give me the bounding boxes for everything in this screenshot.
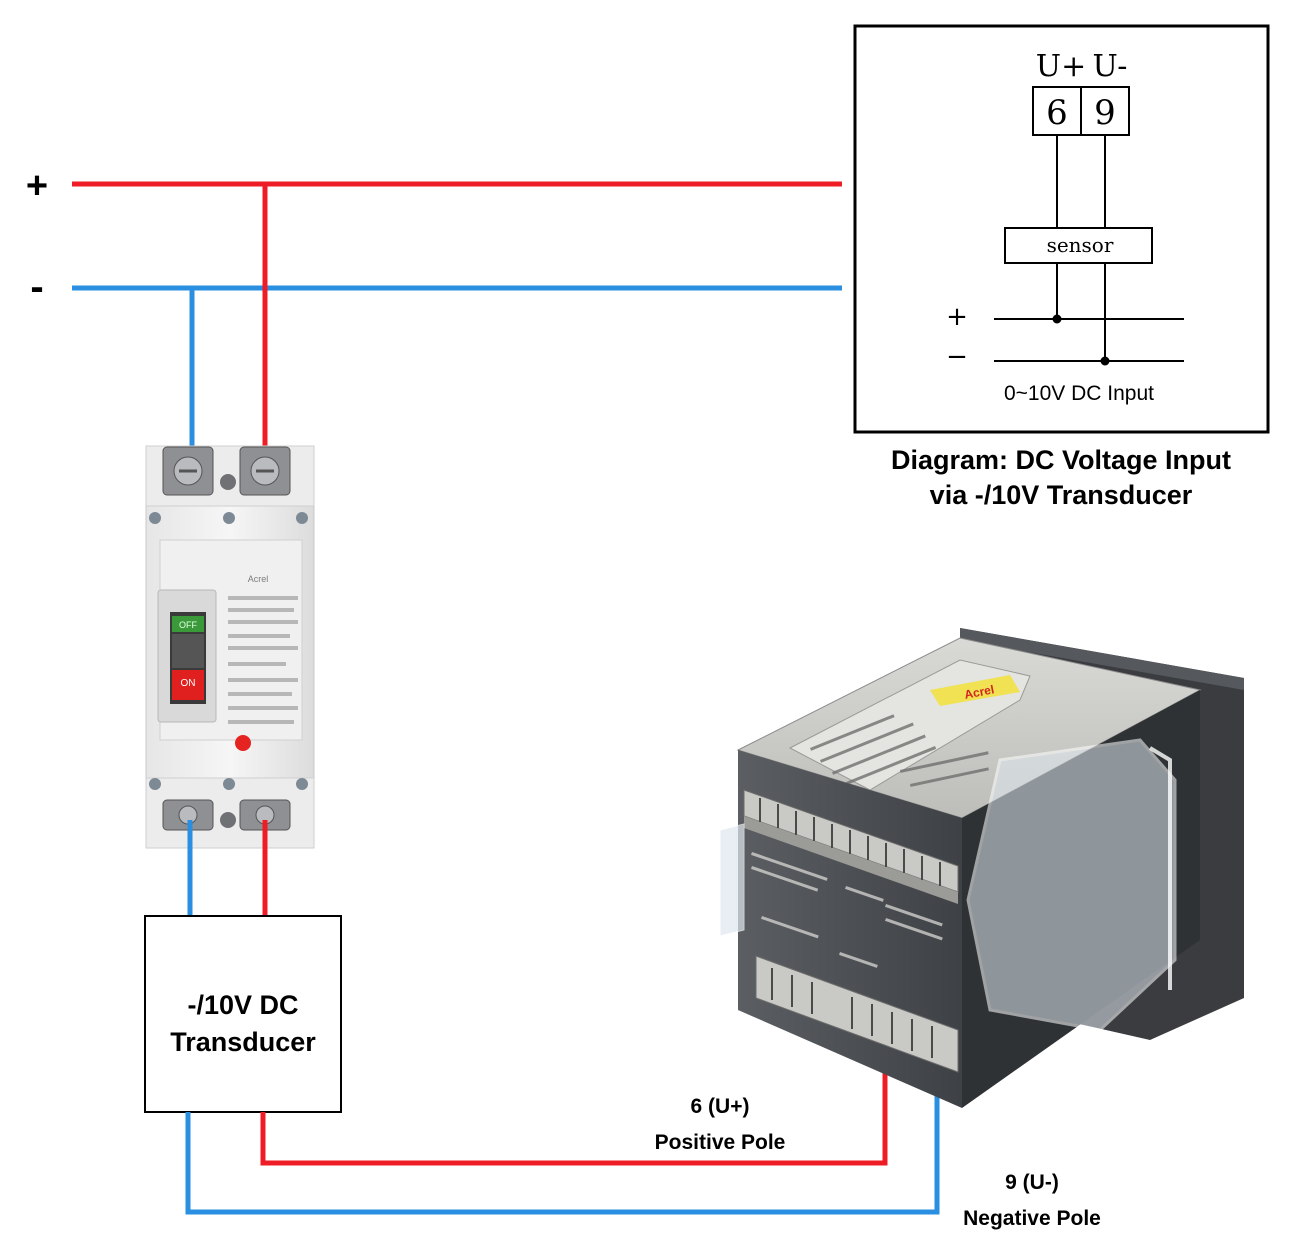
- terminal-9-number: 9: [1094, 93, 1116, 133]
- diagram-caption-line1: Diagram: DC Voltage Input: [891, 445, 1231, 475]
- minus-rail-label: -: [30, 265, 43, 309]
- terminal-6-number: 6: [1046, 93, 1068, 133]
- terminal-label-u-plus: U+: [1036, 49, 1086, 84]
- negative-pole-label: Negative Pole: [963, 1207, 1101, 1230]
- transducer-box: [144, 915, 342, 1113]
- sensor-box: [1004, 227, 1153, 264]
- breaker-on-label: ON: [181, 678, 196, 689]
- inset-bus-plus: +: [946, 302, 968, 332]
- input-caption: 0~10V DC Input: [1004, 382, 1154, 405]
- positive-pole-label: Positive Pole: [655, 1131, 786, 1154]
- positive-output-wire: [260, 1020, 888, 1166]
- negative-output-wire: [185, 1040, 940, 1215]
- positive-terminal-label: 6 (U+): [691, 1095, 750, 1118]
- breaker-toggle-handle[interactable]: [172, 634, 204, 668]
- breaker-off-label: OFF: [179, 620, 197, 630]
- inset-bus-minus: −: [946, 342, 968, 372]
- panel-meter: Acrel: [719, 628, 1244, 1108]
- circuit-breaker: Acrel OFF ON: [145, 445, 315, 849]
- meter-brand: Acrel: [963, 682, 995, 701]
- sensor-label: sensor: [1047, 233, 1114, 257]
- breaker-test-button[interactable]: [235, 735, 251, 751]
- breaker-brand: Acrel: [248, 574, 269, 584]
- breaker-spec-text: [228, 596, 298, 724]
- negative-terminal-label: 9 (U-): [1005, 1171, 1059, 1194]
- terminal-label-u-minus: U-: [1093, 49, 1128, 84]
- diagram-caption-line2: via -/10V Transducer: [930, 480, 1193, 510]
- meter-mounting-clip: [966, 738, 1177, 1032]
- meter-terminal-block-lower: [755, 955, 959, 1073]
- transducer-label-line1: -/10V DC: [187, 990, 298, 1020]
- transducer-label-line2: Transducer: [170, 1027, 316, 1057]
- terminal-6-box: [1032, 86, 1082, 136]
- inset-schematic: U+ U- 6 9 sensor + − 0~10V DC Input: [853, 24, 1270, 434]
- plus-rail-label: +: [26, 165, 48, 207]
